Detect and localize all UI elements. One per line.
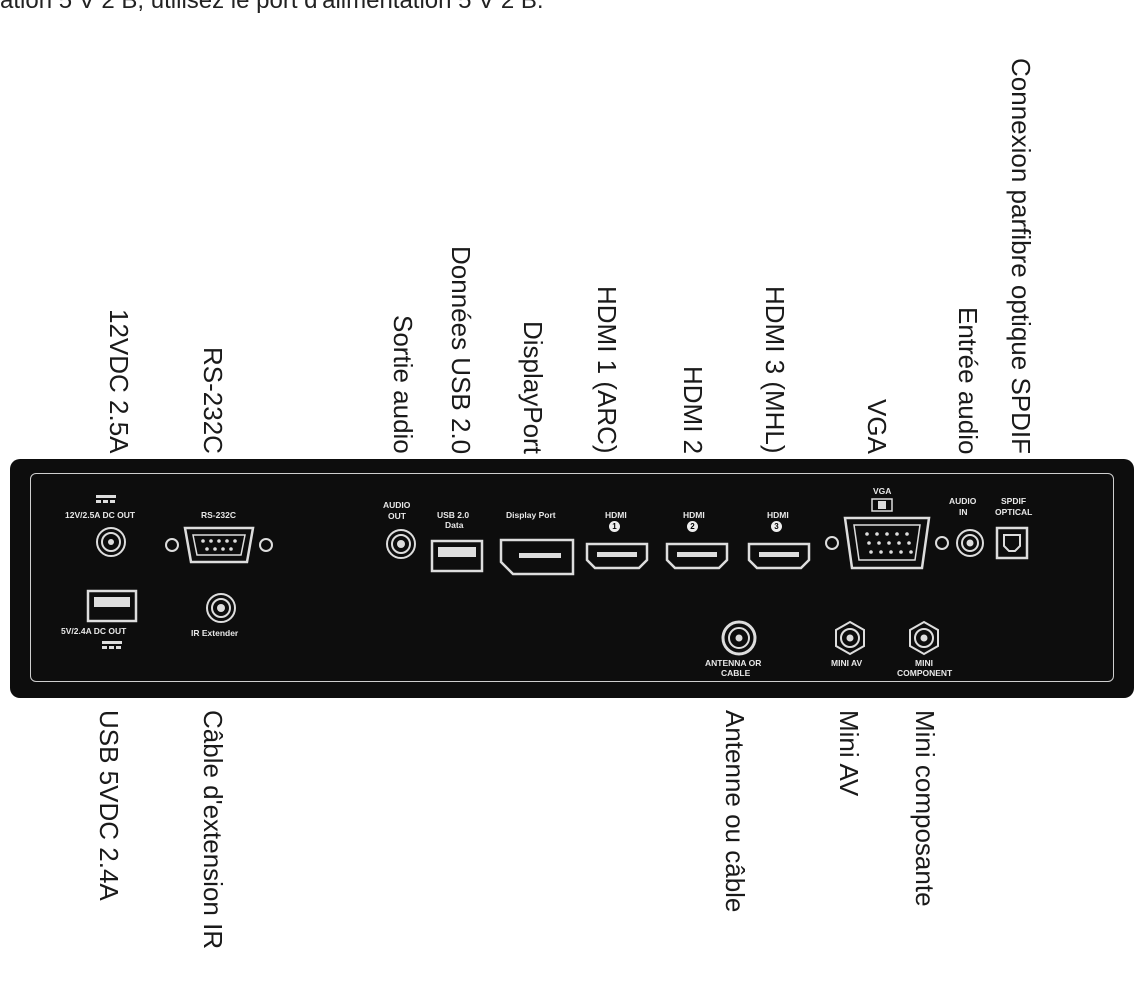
usb-5v-label: 5V/2.4A DC OUT (61, 626, 127, 636)
callout-usb-data: Données USB 2.0 (446, 245, 476, 454)
audio-out-label-1: AUDIO (383, 500, 411, 510)
ir-extender-port[interactable] (205, 592, 237, 624)
usb-data-port[interactable] (430, 539, 484, 573)
callout-spdif: Connexion parfibre optique SPDIF (1006, 57, 1036, 454)
callout-mini-av: Mini AV (834, 710, 864, 797)
hdmi3-number: 3 (771, 521, 782, 532)
hdmi2-number: 2 (687, 521, 698, 532)
callout-antenna: Antenne ou câble (720, 710, 750, 913)
panel-frame: 12V/2.5A DC OUT RS-232C AUDIO OUT USB 2.… (30, 473, 1114, 682)
vga-label: VGA (873, 486, 892, 496)
audio-in-port[interactable] (955, 528, 985, 558)
dc-polarity-icon (96, 495, 116, 503)
callout-ir-extender: Câble d'extension IR (198, 710, 228, 950)
spdif-label-1: SPDIF (1001, 496, 1027, 506)
hdmi2-port[interactable] (665, 542, 729, 570)
vga-port[interactable] (823, 514, 951, 572)
callout-usb-5vdc: USB 5VDC 2.4A (94, 710, 124, 901)
hdmi1-number: 1 (609, 521, 620, 532)
callout-audio-out: Sortie audio (388, 315, 418, 454)
usb-polarity-icon (102, 641, 122, 649)
mini-av-label: MINI AV (831, 658, 863, 668)
hdmi3-port[interactable] (747, 542, 811, 570)
usb-label-2: Data (445, 520, 464, 530)
rs232c-label: RS-232C (201, 510, 236, 520)
ir-extender-label: IR Extender (191, 628, 239, 638)
hdmi3-label: HDMI (767, 510, 789, 520)
callout-vga: VGA (862, 399, 892, 454)
audio-in-label-2: IN (959, 507, 968, 517)
displayport-label: Display Port (506, 510, 556, 520)
hdmi1-label: HDMI (605, 510, 627, 520)
dc-out-port[interactable] (95, 526, 127, 558)
callout-12vdc: 12VDC 2.5A (104, 309, 134, 454)
mini-av-port[interactable] (833, 620, 867, 656)
callout-mini-component: Mini composante (910, 710, 940, 907)
dc-out-label: 12V/2.5A DC OUT (65, 510, 136, 520)
antenna-label-1: ANTENNA OR (705, 658, 762, 668)
hdmi2-label: HDMI (683, 510, 705, 520)
vga-icon (871, 498, 893, 512)
connector-panel: 12V/2.5A DC OUT RS-232C AUDIO OUT USB 2.… (10, 459, 1134, 698)
audio-in-label-1: AUDIO (949, 496, 977, 506)
usb-label-1: USB 2.0 (437, 510, 470, 520)
mini-component-label-1: MINI (915, 658, 933, 668)
antenna-label-2: CABLE (721, 668, 751, 678)
callout-displayport: DisplayPort (518, 321, 548, 454)
spdif-label-2: OPTICAL (995, 507, 1033, 517)
rs232c-port[interactable] (163, 522, 275, 568)
spdif-port[interactable] (995, 526, 1029, 560)
hdmi1-port[interactable] (585, 542, 649, 570)
displayport-port[interactable] (499, 538, 575, 576)
audio-out-port[interactable] (385, 528, 417, 560)
usb-5v-port[interactable] (86, 589, 138, 623)
mini-component-label-2: COMPONENT (897, 668, 953, 678)
audio-out-label-2: OUT (388, 511, 406, 521)
mini-component-port[interactable] (907, 620, 941, 656)
callout-rs232c: RS-232C (198, 347, 228, 454)
callout-hdmi1: HDMI 1 (ARC) (592, 286, 622, 454)
callout-hdmi2: HDMI 2 (678, 365, 708, 454)
callout-hdmi3: HDMI 3 (MHL) (760, 286, 790, 454)
antenna-port[interactable] (721, 620, 757, 656)
callout-audio-in: Entrée audio (953, 306, 983, 454)
intro-text: ation 5 V 2 B, utilisez le port d'alimen… (0, 0, 544, 14)
